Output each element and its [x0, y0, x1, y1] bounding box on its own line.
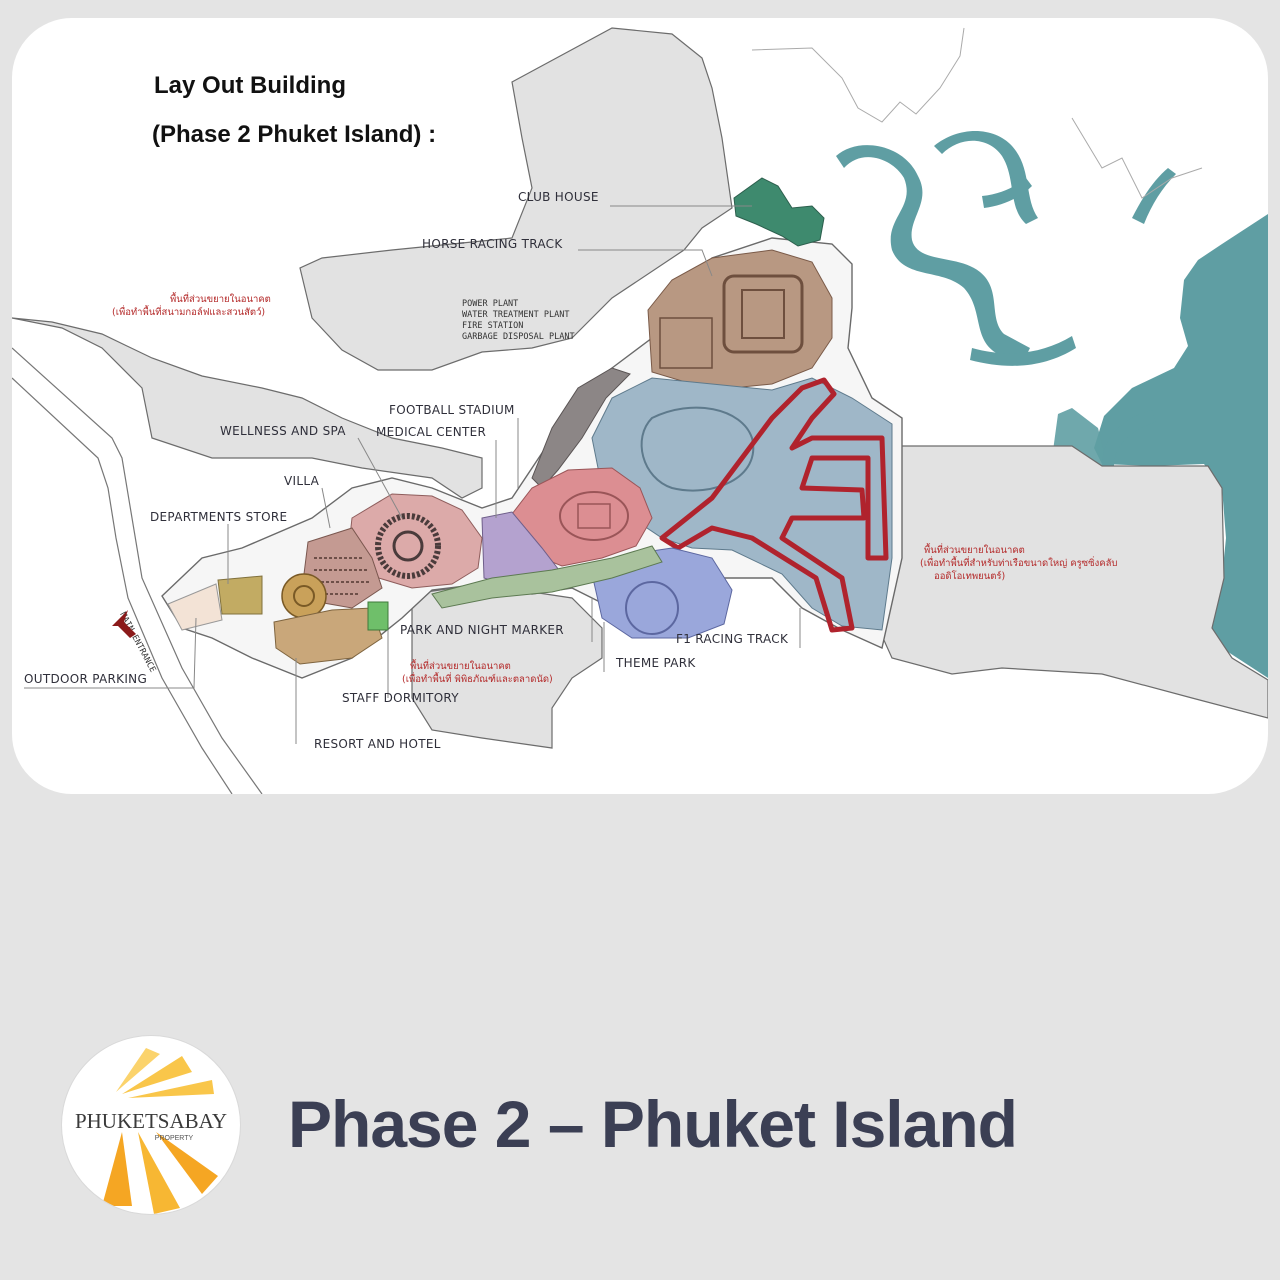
map-title-line2: (Phase 2 Phuket Island) : [152, 121, 436, 148]
label-resort-hotel: RESORT AND HOTEL [314, 737, 441, 751]
outdoor-parking-zone [167, 583, 223, 631]
f1-racing-track [659, 377, 889, 633]
staff-dormitory-zone [367, 601, 389, 631]
thai-note-right-1: พื้นที่ส่วนขยายในอนาคต [924, 543, 1025, 556]
label-water-treatment: WATER TREATMENT PLANT [462, 310, 569, 320]
thai-note-left-2: (เพื่อทำพื้นที่สนามกอล์ฟและสวนสัตว์) [112, 305, 265, 318]
site-map-card: Lay Out Building (Phase 2 Phuket Island)… [12, 18, 1268, 794]
label-theme-park: THEME PARK [615, 656, 696, 670]
thai-note-bottom-1: พื้นที่ส่วนขยายในอนาคต [410, 659, 511, 672]
label-football-stadium: FOOTBALL STADIUM [389, 403, 515, 417]
resort-hotel-zone [273, 607, 383, 665]
logo-name-part1: PHUKET [75, 1109, 158, 1133]
thai-note-right-3: ออดิโอเทพยนตร์) [934, 570, 1005, 582]
departments-store-zone [217, 573, 327, 619]
label-f1-racing-track: F1 RACING TRACK [676, 632, 789, 646]
label-wellness-spa: WELLNESS AND SPA [220, 424, 346, 438]
label-outdoor-parking: OUTDOOR PARKING [24, 672, 147, 686]
svg-text:PHUKETSABAY: PHUKETSABAY [75, 1109, 227, 1133]
label-horse-racing-track: HORSE RACING TRACK [422, 237, 563, 251]
thai-note-left-1: พื้นที่ส่วนขยายในอนาคต [170, 292, 271, 305]
wellness-spa-zone [347, 493, 483, 589]
label-power-plant: POWER PLANT [462, 299, 518, 309]
label-garbage-disposal: GARBAGE DISPOSAL PLANT [462, 332, 575, 342]
future-land-zones [12, 27, 1268, 749]
label-park-night-marker: PARK AND NIGHT MARKER [400, 623, 564, 637]
access-road [12, 347, 263, 794]
horse-racing-track-zone [647, 249, 833, 391]
phuketsabay-logo: PHUKETSABAY PROPERTY [62, 1036, 240, 1214]
label-staff-dormitory: STAFF DORMITORY [342, 691, 459, 705]
label-club-house: CLUB HOUSE [518, 190, 599, 204]
football-stadium-zone [511, 467, 653, 567]
logo-sub: PROPERTY [155, 1135, 194, 1142]
entrance-arrow-icon [112, 610, 136, 638]
logo-sunburst-icon: PHUKETSABAY PROPERTY [75, 1048, 227, 1214]
label-leader-lines [24, 205, 801, 744]
map-title-line1: Lay Out Building [154, 72, 346, 99]
page-title: Phase 2 – Phuket Island [288, 1087, 1018, 1161]
park-night-market-zone [431, 545, 663, 609]
club-house-zone [733, 177, 825, 247]
thai-note-right-2: (เพื่อทำพื้นที่สำหรับท่าเรือขนาดใหญ่ ครู… [920, 556, 1117, 569]
thai-note-bottom-2: (เพื่อทำพื้นที่ พิพิธภัณฑ์และตลาดนัด) [402, 672, 553, 685]
label-departments-store: DEPARTMENTS STORE [150, 510, 287, 524]
site-layout-map: Lay Out Building (Phase 2 Phuket Island)… [12, 27, 1268, 794]
label-fire-station: FIRE STATION [462, 321, 523, 331]
creek-lines [751, 27, 1203, 199]
label-villa: VILLA [284, 474, 320, 488]
logo-name-part2: SABAY [158, 1109, 227, 1133]
label-medical-center: MEDICAL CENTER [376, 425, 486, 439]
